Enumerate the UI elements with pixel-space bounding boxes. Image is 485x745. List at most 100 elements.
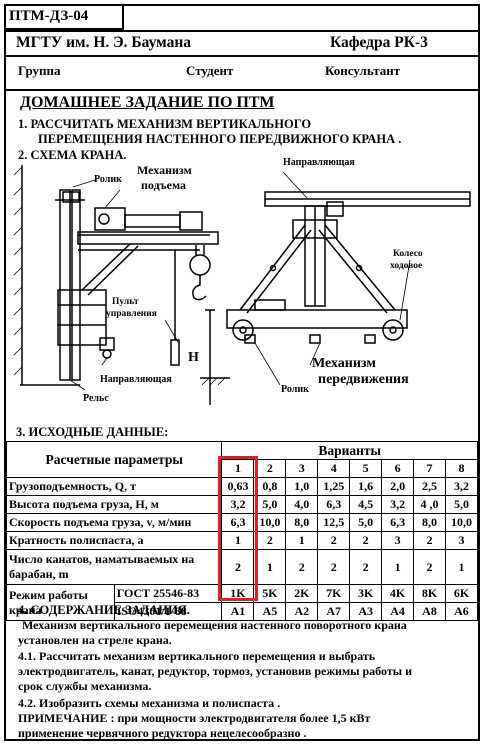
variant-number: 6: [381, 459, 415, 478]
roller-bottom-label: Ролик: [281, 384, 309, 395]
document-code-box: [4, 4, 124, 30]
row-label: Кратность полиспаста, a: [5, 531, 223, 550]
section1-line2: ПЕРЕМЕЩЕНИЯ НАСТЕННОГО ПЕРЕДВИЖНОГО КРАН…: [38, 132, 402, 146]
remote-label-2: управления: [106, 309, 157, 319]
note-line1: ПРИМЕЧАНИЕ : при мощности электродвигате…: [18, 711, 371, 725]
section1-line1: 1. РАССЧИТАТЬ МЕХАНИЗМ ВЕРТИКАЛЬНОГО: [18, 117, 312, 131]
table-row-iso: ISO4301/1-88 A1 A5 A2 A7 A3 A4 A8 A6: [7, 602, 479, 621]
table-row: Высота подъема груза, H, м 3,2 5,0 4,0 6…: [5, 495, 479, 514]
iso-label: ISO4301/1-88: [113, 602, 223, 621]
travel-mechanism-label-1: Механизм: [312, 356, 376, 371]
table-row: Грузоподъемность, Q, т 0,63 0,8 1,0 1,25…: [5, 477, 479, 496]
table-cell: 7K: [317, 584, 351, 603]
travel-mechanism-label-2: передвижения: [318, 372, 409, 387]
variant-number: 8: [444, 459, 479, 478]
section4-paragraph2-line1: 4.1. Рассчитать механизм вертикального п…: [18, 649, 376, 663]
header-divider-3: [4, 89, 480, 91]
guide-left-label: Направляющая: [100, 374, 172, 385]
table-cell: 1: [253, 549, 287, 585]
table-cell: A7: [317, 602, 351, 621]
section3-heading: 3. ИСХОДНЫЕ ДАННЫЕ:: [16, 425, 169, 439]
lift-mechanism-label-1: Механизм: [137, 163, 192, 177]
section4-paragraph2-line3: срок службы механизма.: [18, 679, 152, 693]
table-cell: 2: [285, 549, 319, 585]
table-cell: 2: [317, 549, 351, 585]
table-cell: 5,0: [349, 513, 383, 532]
table-cell: 10,0: [444, 513, 479, 532]
section4-paragraph1-line1: Механизм вертикального перемещения насте…: [22, 618, 407, 632]
remote-label-1: Пульт: [112, 297, 139, 307]
rail-label: Рельс: [83, 393, 109, 404]
table-cell: 8,0: [285, 513, 319, 532]
wheel-label-2: ходовое: [390, 261, 423, 271]
lift-mechanism-label-2: подъема: [141, 178, 187, 192]
table-cell: 1: [285, 531, 319, 550]
note-line2: применение червячного редуктора нецелесо…: [18, 726, 307, 740]
header-divider-2: [4, 55, 480, 57]
table-cell: 1,25: [317, 477, 351, 496]
table-cell: 1,0: [285, 477, 319, 496]
variant-number: 5: [349, 459, 383, 478]
table-cell: 6,3: [381, 513, 415, 532]
row-label: Скорость подъема груза, v, м/мин: [5, 513, 223, 532]
header-divider: [4, 30, 480, 32]
roller-top-label: Ролик: [94, 174, 122, 185]
table-header-row: Расчетные параметры Варианты: [5, 441, 478, 478]
table-cell: 6,3: [221, 513, 255, 532]
mode-label-line1: Режим работы: [9, 587, 88, 602]
table-cell: 3,2: [381, 495, 415, 514]
guide-right-label: Направляющая: [283, 157, 355, 168]
table-cell: 0,8: [253, 477, 287, 496]
document-code: ПТМ-ДЗ-04: [9, 8, 89, 24]
gost-label: ГОСТ 25546-83: [113, 584, 223, 603]
group-label: Группа: [18, 63, 61, 78]
table-cell: 2: [317, 531, 351, 550]
table-cell: 5,0: [253, 495, 287, 514]
table-cell: A5: [253, 602, 287, 621]
university-name: МГТУ им. Н. Э. Баумана: [16, 34, 192, 51]
document-sheet: [4, 4, 480, 741]
table-cell: 2: [349, 549, 383, 585]
section4-paragraph1-line2: установлен на стреле крана.: [18, 633, 172, 647]
table-cell: 12,5: [317, 513, 351, 532]
table-cell: 4,0: [285, 495, 319, 514]
table-cell: 6,3: [317, 495, 351, 514]
table-row: Кратность полиспаста, a 1 2 1 2 2 3 2 3: [5, 531, 479, 550]
table-cell: 4,5: [349, 495, 383, 514]
table-cell: 6K: [444, 584, 479, 603]
table-cell: A1: [221, 602, 255, 621]
table-cell: A8: [413, 602, 446, 621]
table-cell: 8,0: [413, 513, 446, 532]
table-cell: 2: [221, 549, 255, 585]
table-cell: 2: [349, 531, 383, 550]
variant-number: 2: [253, 459, 287, 478]
section4-paragraph3: 4.2. Изобразить схемы механизма и полисп…: [18, 696, 281, 710]
variant-number: 7: [413, 459, 446, 478]
wall-crane-left-diagram: [13, 165, 230, 405]
table-cell: 3: [381, 531, 415, 550]
section4-heading: 4. СОДЕРЖАНИЕ ЗАДАНИЯ.: [18, 603, 190, 617]
table-cell: 10,0: [253, 513, 287, 532]
table-cell: 2: [253, 531, 287, 550]
parameters-table: Расчетные параметры Варианты 1 2 3 4 5 6…: [5, 441, 479, 621]
variant-number: 3: [285, 459, 319, 478]
table-cell: 4 ,0: [413, 495, 446, 514]
table-cell: 2: [413, 531, 446, 550]
wheel-label-1: Колесо: [393, 249, 423, 259]
table-cell: 2: [413, 549, 446, 585]
student-label: Студент: [186, 63, 234, 78]
consultant-label: Консультант: [325, 63, 401, 78]
department-name: Кафедра РК-3: [330, 34, 428, 51]
table-cell: 8K: [413, 584, 446, 603]
variant-number: 4: [317, 459, 351, 478]
height-dimension-label: H: [188, 350, 199, 365]
table-cell: 5K: [253, 584, 287, 603]
row-label: Грузоподъемность, Q, т: [5, 477, 223, 496]
variants-header: Варианты: [221, 441, 478, 460]
table-cell: 2,0: [381, 477, 415, 496]
row-label-line2: барабан, m: [9, 567, 69, 581]
wall-crane-right-diagram: [226, 171, 471, 386]
